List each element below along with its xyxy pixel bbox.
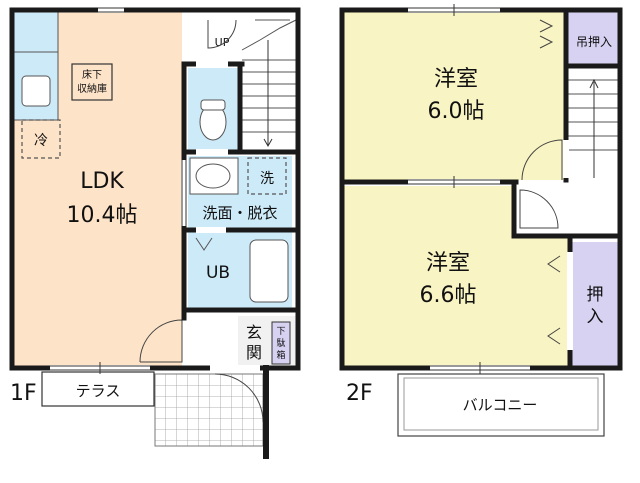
washroom-label: 洗面・脱衣 <box>202 204 277 222</box>
underfloor-storage <box>71 63 113 101</box>
floor-1-label: 1F <box>10 381 37 406</box>
floor-1: 冷 床下 収納庫 LDK 10.4帖 UP 洗 洗面・脱衣 <box>9 7 301 459</box>
stairs-up-treads <box>241 19 297 133</box>
wash-basin-icon <box>195 163 231 189</box>
bath-label: UB <box>206 263 230 283</box>
stairs-up <box>242 12 296 162</box>
closet <box>572 242 618 366</box>
balcony <box>397 373 605 437</box>
washer-space <box>247 157 287 195</box>
terrace <box>41 371 155 407</box>
shoe-box-label-3: 箱 <box>276 349 285 361</box>
room1-name: 洋室 <box>434 67 478 92</box>
fridge-label: 冷 <box>34 133 48 149</box>
room2-size: 6.6帖 <box>420 283 477 308</box>
floor-1-walls <box>9 7 301 459</box>
porch-tiles <box>154 373 264 447</box>
upper-hall <box>516 180 616 234</box>
kitchen-sink-icon <box>21 75 51 107</box>
ldk-size: 10.4帖 <box>67 203 138 228</box>
floor-1-openings <box>50 7 260 371</box>
stairs-down-treads <box>568 79 618 151</box>
shoe-box-label-2: 駄 <box>276 337 285 349</box>
closet-label-2: 入 <box>587 307 604 327</box>
entrance-label-1: 玄 <box>246 323 262 342</box>
bathtub-icon <box>249 239 289 303</box>
shoe-box-label-1: 下 <box>276 327 285 337</box>
washer-label: 洗 <box>260 171 274 187</box>
closet-label-1: 押 <box>587 285 604 305</box>
hanging-closet <box>568 12 618 64</box>
underfloor-label-1: 床下 <box>82 68 102 81</box>
hanging-closet-label: 吊押入 <box>576 35 612 49</box>
room1-floor <box>344 12 564 182</box>
toilet-tank-icon <box>200 99 226 111</box>
room1-size: 6.0帖 <box>428 99 485 124</box>
floor-2-label: 2F <box>346 381 373 406</box>
entrance-label-2: 関 <box>246 343 262 362</box>
entrance-step <box>188 316 238 368</box>
ldk-name: LDK <box>80 169 124 194</box>
fridge-space <box>21 119 61 159</box>
floor-2: 吊押入 DN 押 入 洋室 6.0帖 洋室 6.6帖 バルコニー <box>339 4 623 437</box>
terrace-label: テラス <box>76 382 121 400</box>
underfloor-label-2: 収納庫 <box>77 82 107 95</box>
room2-name: 洋室 <box>426 251 470 276</box>
shoe-box <box>271 321 291 365</box>
balcony-label: バルコニー <box>463 396 538 414</box>
